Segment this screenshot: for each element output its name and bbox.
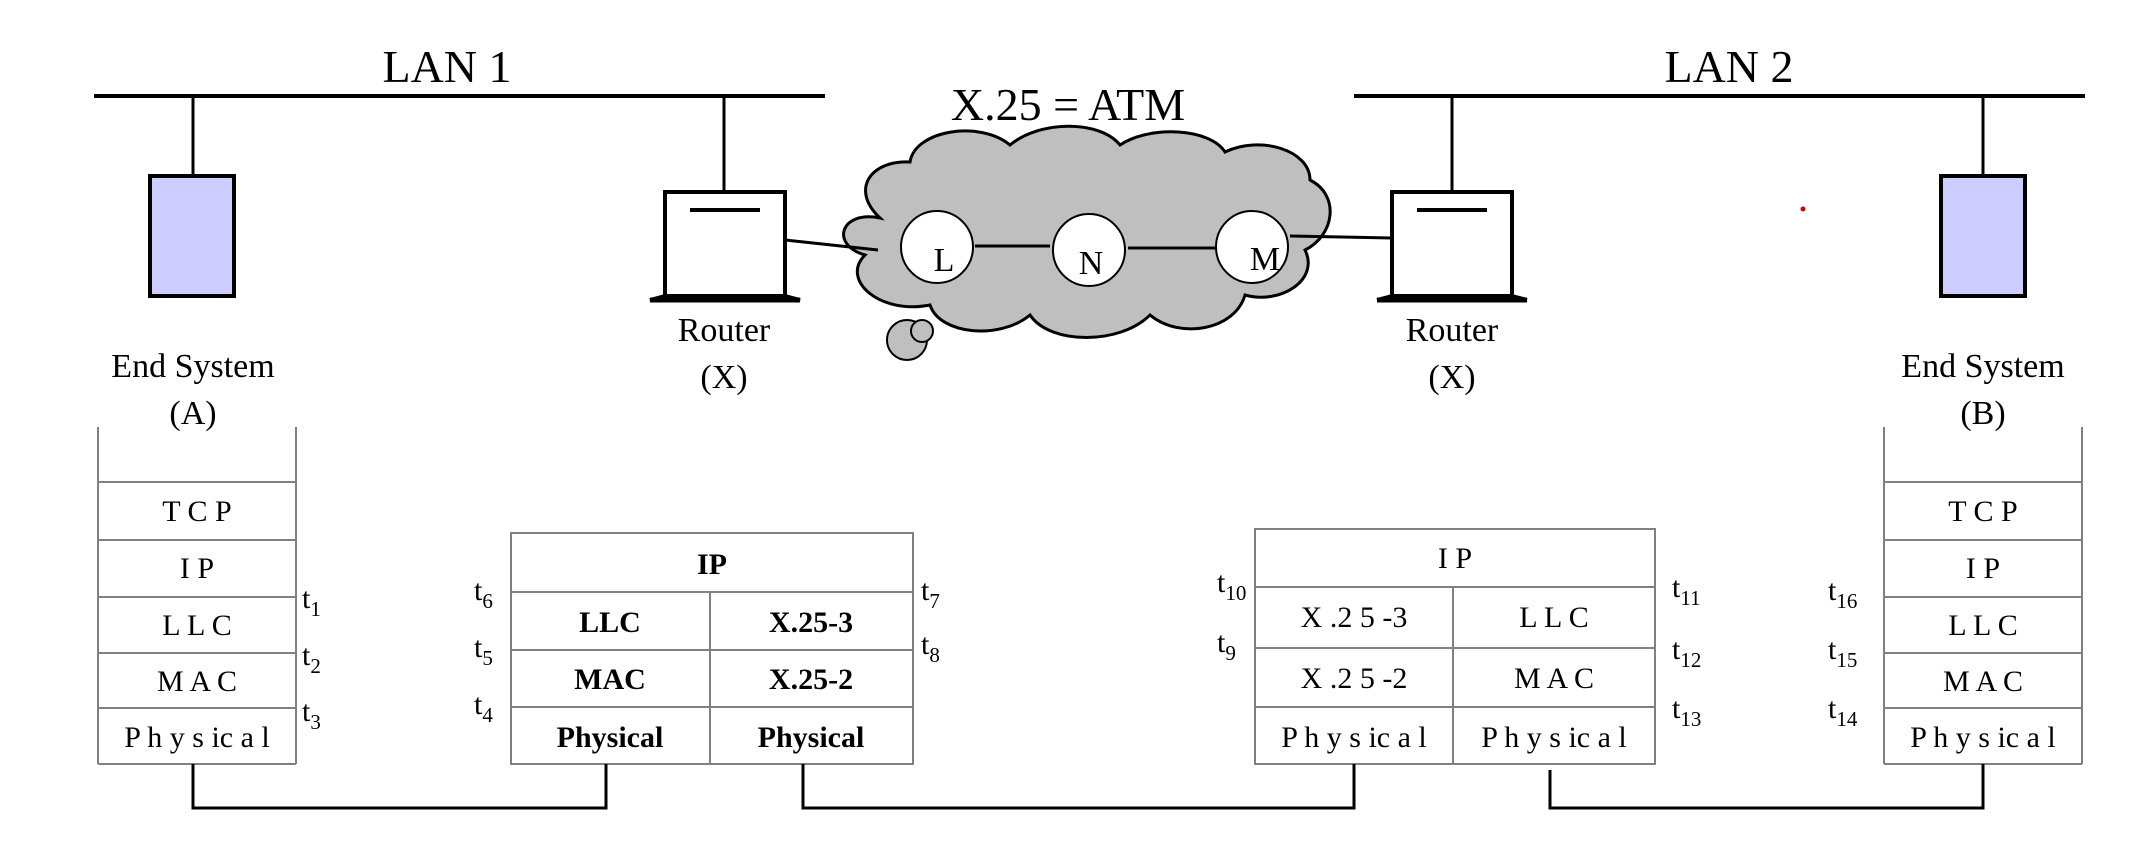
- router-right-physical-l: P h y s ic a l: [1281, 721, 1427, 754]
- time-t6: t6: [474, 574, 493, 613]
- stack-b: T C P I P L L C M A C P h y s ic a l: [1883, 427, 2083, 765]
- lan2-label: LAN 2: [1664, 41, 1793, 92]
- stack-a-tcp: T C P: [162, 495, 231, 528]
- router-right-physical-r: P h y s ic a l: [1481, 721, 1627, 754]
- time-t13: t13: [1672, 692, 1701, 731]
- time-t12: t12: [1672, 633, 1701, 672]
- time-t9: t9: [1217, 626, 1236, 665]
- svg-text:M: M: [1250, 241, 1280, 278]
- router-left-physical-r: Physical: [758, 721, 865, 754]
- stack-a: T C P I P L L C M A C P h y s ic a l: [97, 427, 297, 765]
- router-right-llc: L L C: [1519, 601, 1588, 634]
- stack-a-physical: P h y s ic a l: [124, 721, 270, 754]
- router-left-icon: [649, 190, 801, 303]
- router-left-label: Router: [678, 312, 771, 349]
- router-left-llc: LLC: [579, 606, 641, 639]
- router-left-mac: MAC: [574, 663, 646, 696]
- svg-text:L: L: [934, 242, 955, 279]
- lan1: LAN 1: [94, 41, 825, 192]
- end-system-a-icon: [148, 174, 236, 298]
- time-t4: t4: [474, 688, 493, 727]
- router-left-physical-l: Physical: [557, 721, 664, 754]
- end-system-a-id: (A): [169, 395, 216, 432]
- lan2: LAN 2: [1354, 41, 2085, 192]
- router-left-x252: X.25-2: [769, 663, 853, 696]
- stack-a-mac: M A C: [157, 665, 237, 698]
- lan1-label: LAN 1: [382, 41, 511, 92]
- physical-links: [191, 764, 1985, 810]
- time-t2: t2: [302, 639, 321, 678]
- router-left-x253: X.25-3: [769, 606, 853, 639]
- end-system-b-label: End System: [1901, 348, 2064, 385]
- router-right-icon: [1376, 190, 1528, 303]
- time-t5: t5: [474, 631, 493, 670]
- router-left-id: (X): [700, 359, 747, 396]
- time-t8: t8: [921, 628, 940, 667]
- stack-a-llc: L L C: [162, 609, 231, 642]
- time-t3: t3: [302, 695, 321, 734]
- time-t14: t14: [1828, 692, 1858, 731]
- router-right-x253: X .2 5 -3: [1301, 601, 1408, 634]
- stack-b-tcp: T C P: [1948, 495, 2017, 528]
- router-right-mac: M A C: [1514, 662, 1594, 695]
- router-right-id: (X): [1428, 359, 1475, 396]
- time-t16: t16: [1828, 574, 1857, 613]
- stray-dot: [1800, 206, 1806, 212]
- router-stack-right: I P X .2 5 -3 X .2 5 -2 P h y s ic a l L…: [1254, 528, 1656, 765]
- end-system-b-icon: [1939, 174, 2027, 298]
- stack-b-mac: M A C: [1943, 665, 2023, 698]
- time-t15: t15: [1828, 633, 1857, 672]
- end-system-a-label: End System: [111, 348, 274, 385]
- node-m: M: [1215, 210, 1289, 284]
- stack-b-physical: P h y s ic a l: [1910, 721, 2056, 754]
- time-labels: t1 t2 t3 t4 t5 t6 t7 t8 t9 t10 t11 t12 t…: [302, 566, 1858, 734]
- stack-b-llc: L L C: [1948, 609, 2017, 642]
- router-stack-left: IP LLC MAC Physical X.25-3 X.25-2 Physic…: [510, 532, 914, 765]
- time-t1: t1: [302, 582, 321, 621]
- router-left-ip: IP: [697, 548, 727, 581]
- router-right-x252: X .2 5 -2: [1301, 662, 1408, 695]
- router-right-label: Router: [1406, 312, 1499, 349]
- time-t11: t11: [1672, 571, 1701, 610]
- node-l: L: [900, 210, 974, 284]
- stack-a-ip: I P: [180, 552, 214, 585]
- time-t7: t7: [921, 574, 940, 613]
- cloud-label: X.25 = ATM: [951, 79, 1185, 130]
- svg-text:N: N: [1079, 245, 1104, 282]
- end-system-b-id: (B): [1960, 395, 2005, 432]
- router-right-ip: I P: [1438, 542, 1472, 575]
- node-n: N: [1052, 213, 1126, 287]
- time-t10: t10: [1217, 566, 1246, 605]
- stack-b-ip: I P: [1966, 552, 2000, 585]
